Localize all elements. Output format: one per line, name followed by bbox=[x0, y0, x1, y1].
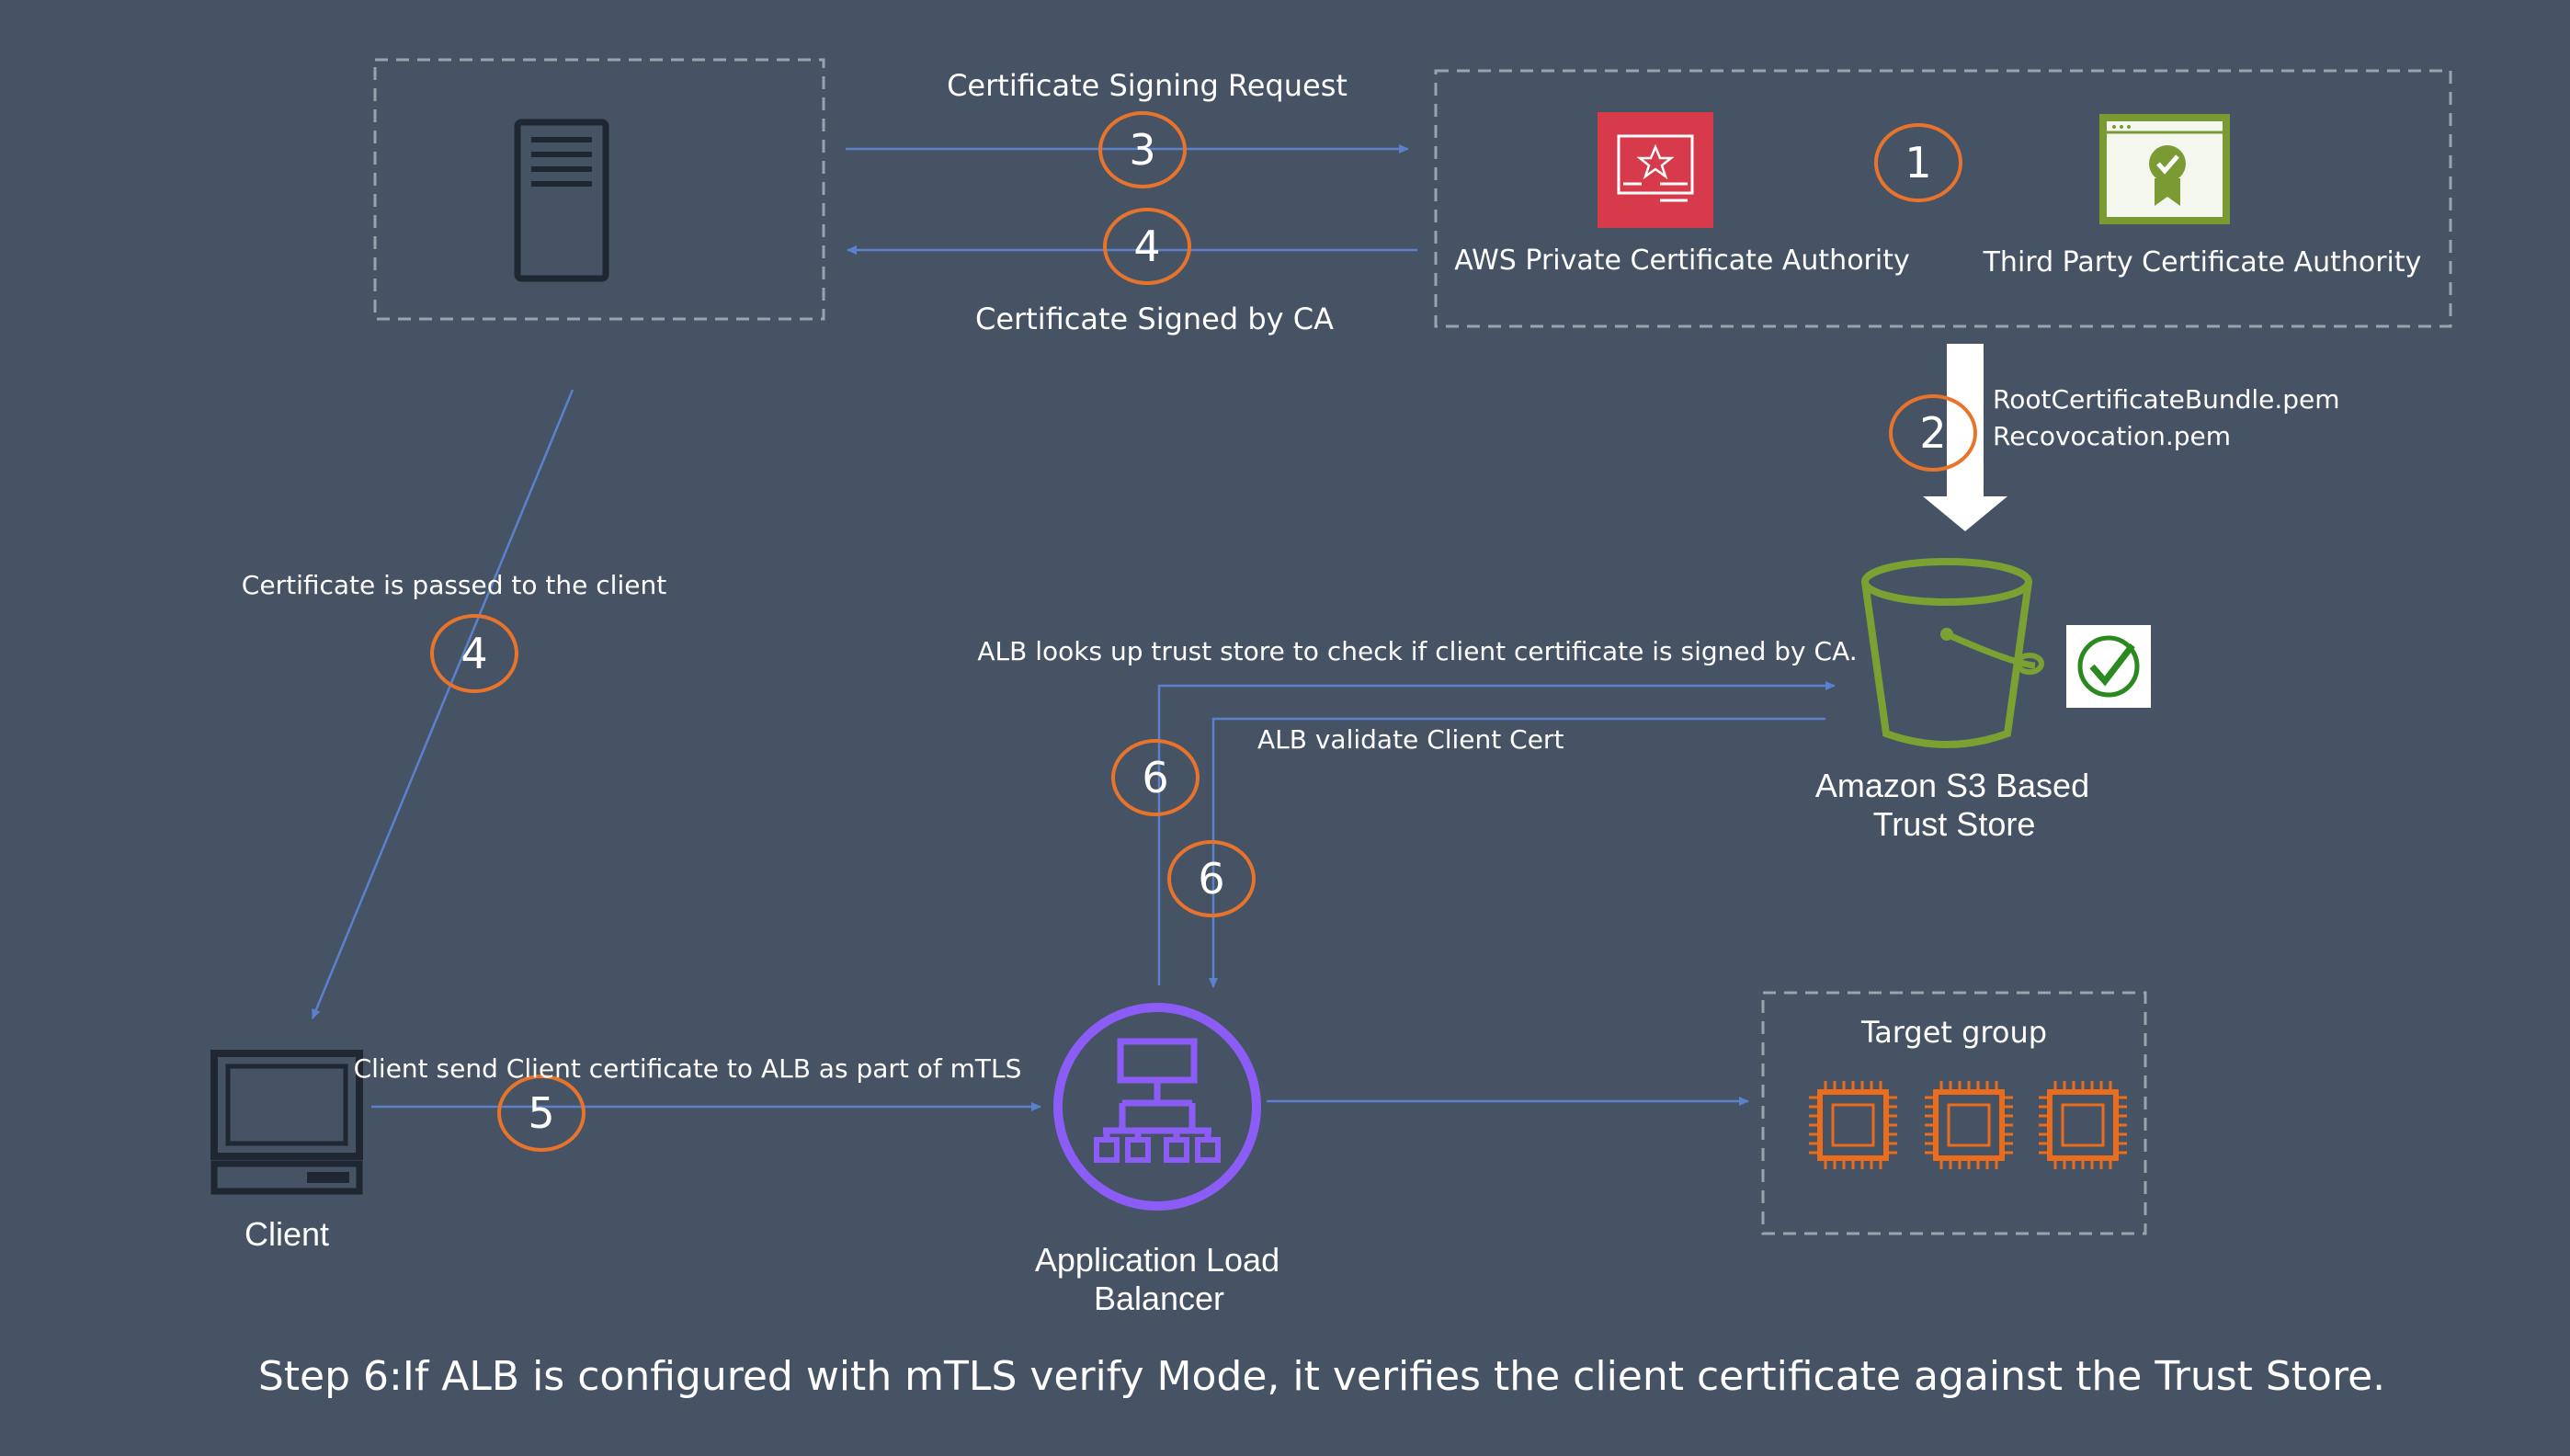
s3-label-line2: Trust Store bbox=[1872, 805, 2036, 843]
alb-label-line2: Balancer bbox=[1093, 1280, 1225, 1317]
alb-lookup-label: ALB looks up trust store to check if cli… bbox=[977, 636, 1858, 666]
root-bundle-label: RootCertificateBundle.pem bbox=[1993, 384, 2340, 415]
computer-icon bbox=[210, 1050, 363, 1195]
client-label: Client bbox=[244, 1215, 330, 1253]
alb-validate-arrow bbox=[1209, 717, 1825, 988]
revocation-label: Recovocation.pem bbox=[1993, 421, 2232, 451]
step-number-4-left: 4 bbox=[461, 629, 488, 678]
step-number-6a: 6 bbox=[1142, 753, 1169, 802]
step-number-6b: 6 bbox=[1198, 854, 1225, 904]
step-circle-4-left bbox=[430, 614, 518, 693]
aws-ca-label: AWS Private Certificate Authority bbox=[1454, 245, 1910, 277]
step-circle-6a bbox=[1111, 739, 1200, 816]
alb-label-line1: Application Load bbox=[1034, 1241, 1280, 1279]
step-circle-4-top bbox=[1103, 208, 1191, 285]
upload-arrow bbox=[1923, 344, 2007, 531]
step-number-5: 5 bbox=[528, 1088, 555, 1138]
step-circle-3 bbox=[1098, 111, 1187, 188]
alb-lookup-arrow bbox=[1157, 681, 1836, 985]
s3-label-line1: Amazon S3 Based bbox=[1814, 767, 2090, 804]
step-number-4-top: 4 bbox=[1133, 222, 1161, 271]
ec2-chip-icon bbox=[1925, 1081, 2013, 1169]
target-group-label: Target group bbox=[1860, 1015, 2048, 1050]
checkmark-icon bbox=[2066, 625, 2151, 708]
ec2-chip-icon bbox=[1809, 1081, 1897, 1169]
pass-to-client-arrow bbox=[311, 389, 574, 1019]
step-number-3: 3 bbox=[1129, 125, 1156, 175]
step-circle-1 bbox=[1874, 123, 1962, 202]
ec2-chip-icon bbox=[1809, 1081, 2127, 1169]
server-icon bbox=[514, 119, 609, 282]
alb-validate-label: ALB validate Client Cert bbox=[1257, 724, 1564, 755]
passed-to-client-label: Certificate is passed to the client bbox=[241, 570, 667, 600]
ca-box bbox=[1434, 69, 2452, 328]
signed-label: Certificate Signed by CA bbox=[974, 301, 1335, 336]
s3-bucket-icon bbox=[1861, 558, 2044, 748]
client-send-label: Client send Client certificate to ALB as… bbox=[353, 1053, 1022, 1084]
certificate-badge-icon bbox=[2099, 114, 2230, 224]
certificate-authority-icon bbox=[1598, 112, 1713, 228]
step-caption: Step 6:If ALB is configured with mTLS ve… bbox=[257, 1353, 2386, 1400]
step-circle-2 bbox=[1889, 394, 1977, 472]
csr-label: Certificate Signing Request bbox=[947, 68, 1348, 103]
step-number-2: 2 bbox=[1919, 408, 1947, 458]
ec2-chip-icon bbox=[2039, 1081, 2127, 1169]
load-balancer-icon bbox=[1053, 1003, 1261, 1211]
target-group-box bbox=[1761, 991, 2147, 1235]
step-number-1: 1 bbox=[1905, 138, 1932, 188]
third-party-ca-label: Third Party Certificate Authority bbox=[1983, 246, 2422, 279]
server-box bbox=[373, 58, 825, 321]
step-circle-6b bbox=[1167, 840, 1256, 917]
step-circle-5 bbox=[497, 1075, 586, 1152]
